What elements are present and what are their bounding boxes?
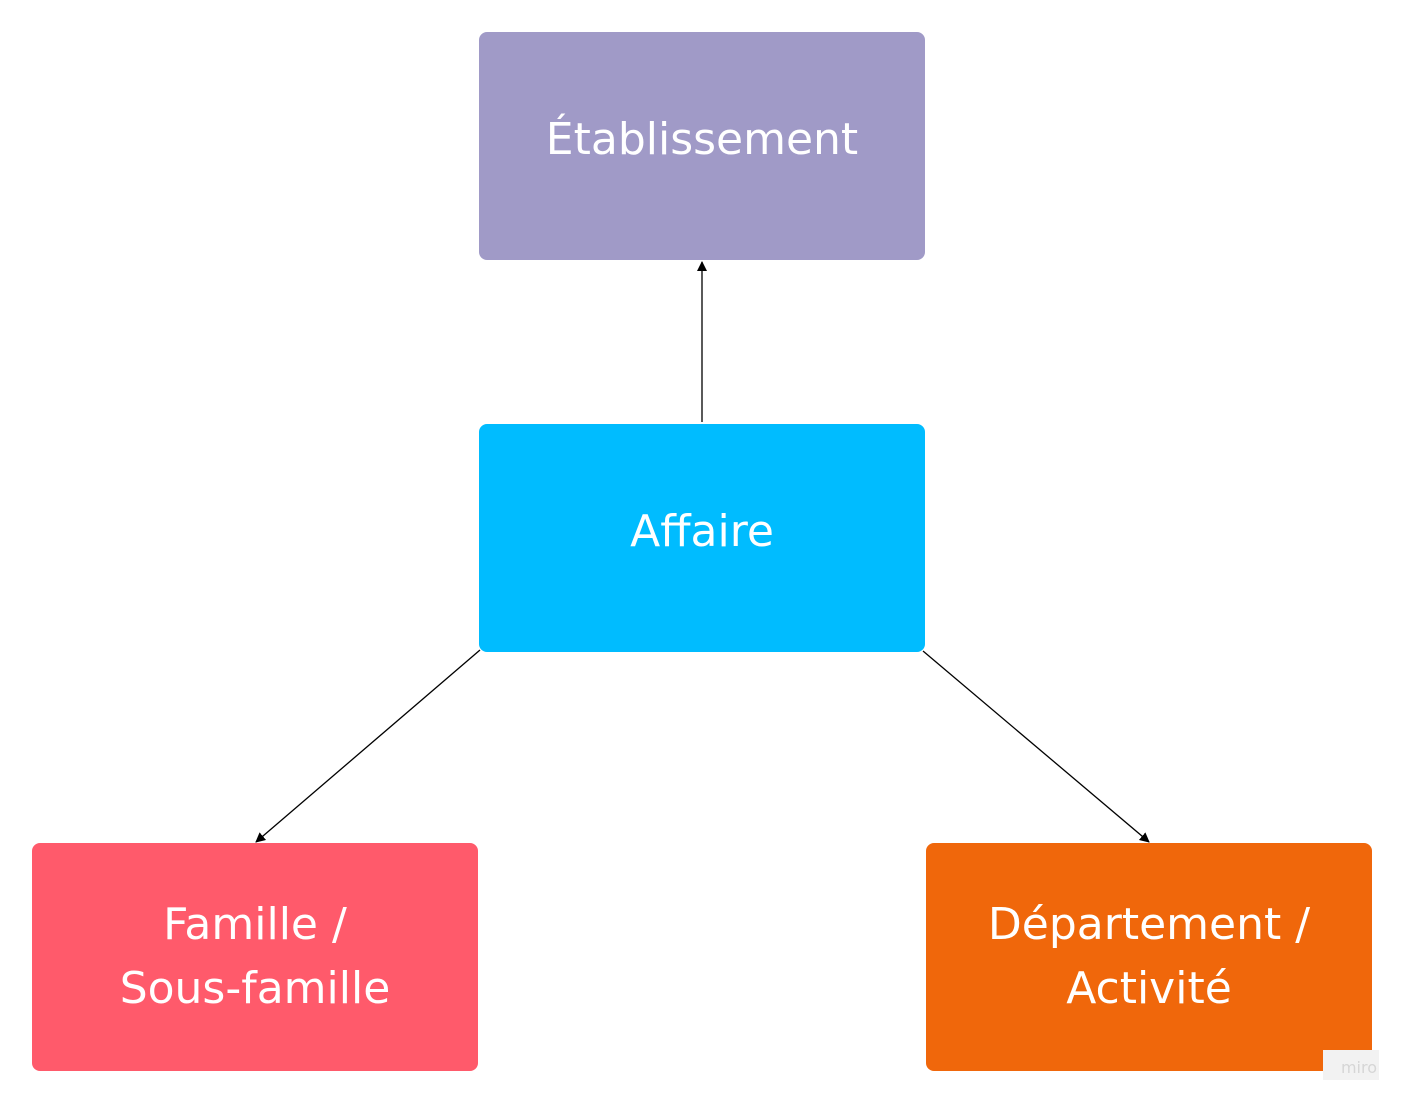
node-affaire-label: Affaire <box>630 500 774 564</box>
edge-affaire-to-famille <box>255 649 481 843</box>
node-famille[interactable]: Famille / Sous-famille <box>32 843 478 1071</box>
node-etablissement[interactable]: Établissement <box>479 32 925 260</box>
node-famille-label-line-2: Sous-famille <box>119 963 391 1014</box>
edge-affaire-to-departement <box>922 650 1150 843</box>
node-etablissement-label: Établissement <box>546 108 858 172</box>
node-affaire[interactable]: Affaire <box>479 424 925 652</box>
node-etablissement-label-line-1: Établissement <box>545 114 859 165</box>
node-affaire-label-line-1: Affaire <box>630 506 774 557</box>
node-departement-label-line-1: Département / <box>987 899 1311 950</box>
miro-watermark: miro <box>1323 1050 1379 1080</box>
node-departement[interactable]: Département / Activité <box>926 843 1372 1071</box>
node-departement-label: Département / Activité <box>988 893 1310 1021</box>
node-departement-label-line-2: Activité <box>1066 963 1232 1014</box>
node-famille-label-line-1: Famille / <box>163 899 347 950</box>
node-famille-label: Famille / Sous-famille <box>120 893 391 1021</box>
